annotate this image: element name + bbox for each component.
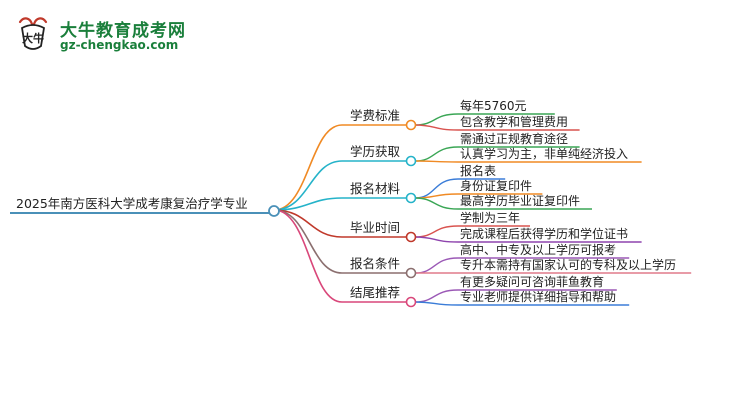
leaf-connector bbox=[414, 160, 459, 163]
leaf-connector bbox=[414, 197, 459, 210]
leaf-label: 身份证复印件 bbox=[460, 178, 532, 193]
branch-label: 报名条件 bbox=[350, 256, 400, 271]
branch-label: 学历获取 bbox=[350, 144, 401, 159]
branch-connector bbox=[273, 197, 343, 211]
leaf-connector bbox=[414, 146, 459, 162]
root-label: 2025年南方医科大学成考康复治疗学专业 bbox=[16, 196, 248, 211]
leaf-connector bbox=[414, 257, 459, 274]
leaf-label: 需通过正规教育途径 bbox=[460, 131, 568, 146]
root-node-circle bbox=[268, 205, 280, 217]
branch-label: 毕业时间 bbox=[350, 220, 400, 235]
leaf-connector bbox=[414, 113, 459, 126]
leaf-connector bbox=[414, 301, 459, 306]
branch-node-circle bbox=[405, 119, 417, 131]
branch-connector bbox=[273, 209, 343, 238]
leaf-label: 专业老师提供详细指导和帮助 bbox=[460, 289, 616, 304]
leaf-label: 报名表 bbox=[460, 163, 496, 178]
branch-connector bbox=[273, 124, 343, 211]
branch-node-circle bbox=[405, 267, 417, 279]
leaf-label: 包含教学和管理费用 bbox=[460, 114, 568, 129]
site-logo: 大牛 大牛教育成考网 gz-chengkao.com bbox=[14, 14, 185, 56]
branch-connector bbox=[273, 160, 343, 211]
branch-label: 报名材料 bbox=[350, 181, 401, 196]
logo-emblem-text: 大牛 bbox=[22, 31, 44, 45]
leaf-label: 认真学习为主，非单纯经济投入 bbox=[460, 146, 628, 161]
leaf-label: 学制为三年 bbox=[460, 210, 520, 225]
leaf-connector bbox=[414, 124, 459, 131]
leaf-label: 完成课程后获得学历和学位证书 bbox=[460, 226, 628, 241]
leaf-label: 高中、中专及以上学历可报考 bbox=[460, 242, 616, 257]
leaf-connector bbox=[414, 236, 459, 243]
leaf-connector bbox=[414, 225, 459, 238]
branch-node-circle bbox=[405, 231, 417, 243]
leaf-connector bbox=[414, 289, 459, 303]
bull-logo-icon: 大牛 bbox=[18, 17, 48, 50]
branch-node-circle bbox=[405, 192, 417, 204]
logo-brand-text: 大牛教育成考网 bbox=[60, 21, 186, 41]
leaf-connector bbox=[414, 193, 459, 199]
logo-url-text: gz-chengkao.com bbox=[60, 38, 179, 52]
branch-node-circle bbox=[405, 155, 417, 167]
branch-label: 结尾推荐 bbox=[350, 285, 400, 300]
branch-label: 学费标准 bbox=[350, 108, 400, 123]
leaf-label: 专升本需持有国家认可的专科及以上学历 bbox=[460, 257, 676, 272]
leaf-label: 有更多疑问可咨询菲鱼教育 bbox=[460, 274, 604, 289]
branch-node-circle bbox=[405, 296, 417, 308]
leaf-label: 最高学历毕业证复印件 bbox=[460, 193, 580, 208]
leaf-label: 每年5760元 bbox=[460, 98, 527, 113]
branch-connector bbox=[273, 209, 343, 303]
branch-connector bbox=[273, 209, 343, 274]
